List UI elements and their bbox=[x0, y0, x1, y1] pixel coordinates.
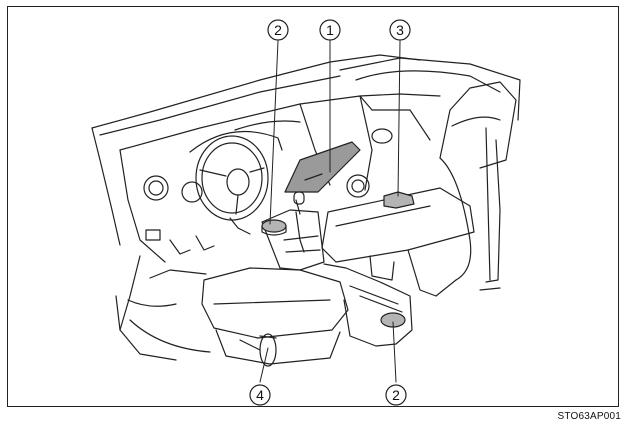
figure-code: STO63AP001 bbox=[557, 411, 621, 422]
callout-2-lower: 2 bbox=[385, 384, 407, 406]
dashboard bbox=[91, 54, 421, 263]
right-vent bbox=[346, 174, 370, 198]
instrument-hood bbox=[189, 131, 283, 153]
illustration-frame bbox=[7, 6, 619, 407]
callout-1-label: 1 bbox=[326, 22, 334, 38]
steering-wheel bbox=[195, 135, 269, 235]
side-storage-bin bbox=[259, 333, 277, 367]
callout-1: 1 bbox=[319, 19, 341, 41]
callout-3: 3 bbox=[389, 19, 411, 41]
callout-2-upper-label: 2 bbox=[274, 22, 282, 38]
left-front-seat bbox=[127, 267, 349, 365]
leader-lines bbox=[259, 40, 401, 383]
callout-2-upper: 2 bbox=[267, 19, 289, 41]
callout-4: 4 bbox=[249, 384, 271, 406]
callout-4-label: 4 bbox=[256, 387, 264, 403]
front-cup-holder bbox=[261, 219, 287, 236]
floor-area bbox=[115, 229, 215, 361]
left-vents bbox=[143, 175, 203, 203]
callout-3-label: 3 bbox=[396, 22, 404, 38]
center-console bbox=[261, 191, 325, 271]
callout-2-lower-label: 2 bbox=[392, 387, 400, 403]
right-door bbox=[339, 57, 521, 291]
glove-box bbox=[284, 141, 361, 193]
right-front-seat bbox=[321, 81, 517, 297]
rear-console bbox=[323, 263, 413, 347]
